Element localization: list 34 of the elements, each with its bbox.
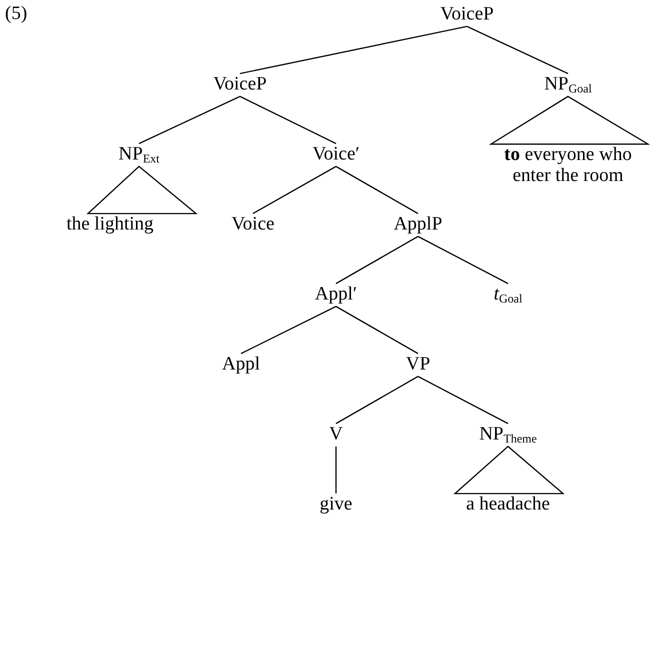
tree-node-label: VoiceP	[440, 4, 494, 26]
example-number: (5)	[5, 4, 28, 25]
tree-node-label: NP$_{Goal}$	[544, 74, 592, 96]
tree-node-label: NP$_{Ext}$	[118, 144, 160, 166]
tree-branch	[418, 376, 508, 424]
tree-branch	[418, 236, 508, 284]
tree-branch	[336, 166, 418, 214]
tree-node-label: a headache	[466, 494, 550, 516]
triangle-branch	[453, 446, 565, 494]
tree-node-label: Voice	[232, 214, 274, 236]
tree-node-label: VP	[406, 354, 430, 376]
tree-branch	[336, 376, 418, 424]
tree-branch	[138, 96, 240, 144]
tree-branch	[240, 96, 336, 144]
tree-node-label: t$_{Goal}$	[494, 284, 522, 306]
tree-node-label: the lighting	[66, 214, 154, 236]
tree-node-label: Appl′	[314, 284, 358, 306]
triangle-branch	[86, 166, 198, 214]
tree-node-label: Appl	[222, 354, 260, 376]
tree-branch	[336, 306, 418, 354]
tree-node-label: give	[320, 494, 352, 516]
tree-node-label: ApplP	[394, 214, 442, 236]
tree-branch	[335, 446, 337, 494]
tree-node-label: NP$_{Theme}$	[479, 424, 537, 446]
tree-node-label: to everyone who enter the room	[483, 145, 653, 187]
tree-branch	[240, 26, 468, 74]
tree-branch	[466, 26, 568, 74]
tree-node-label: Voice′	[312, 144, 360, 166]
tree-node-label: VoiceP	[213, 74, 267, 96]
tree-branch	[252, 166, 336, 214]
triangle-branch	[488, 96, 650, 145]
tree-branch	[336, 236, 418, 284]
tree-branch	[240, 306, 336, 354]
tree-node-label: V	[329, 424, 343, 446]
